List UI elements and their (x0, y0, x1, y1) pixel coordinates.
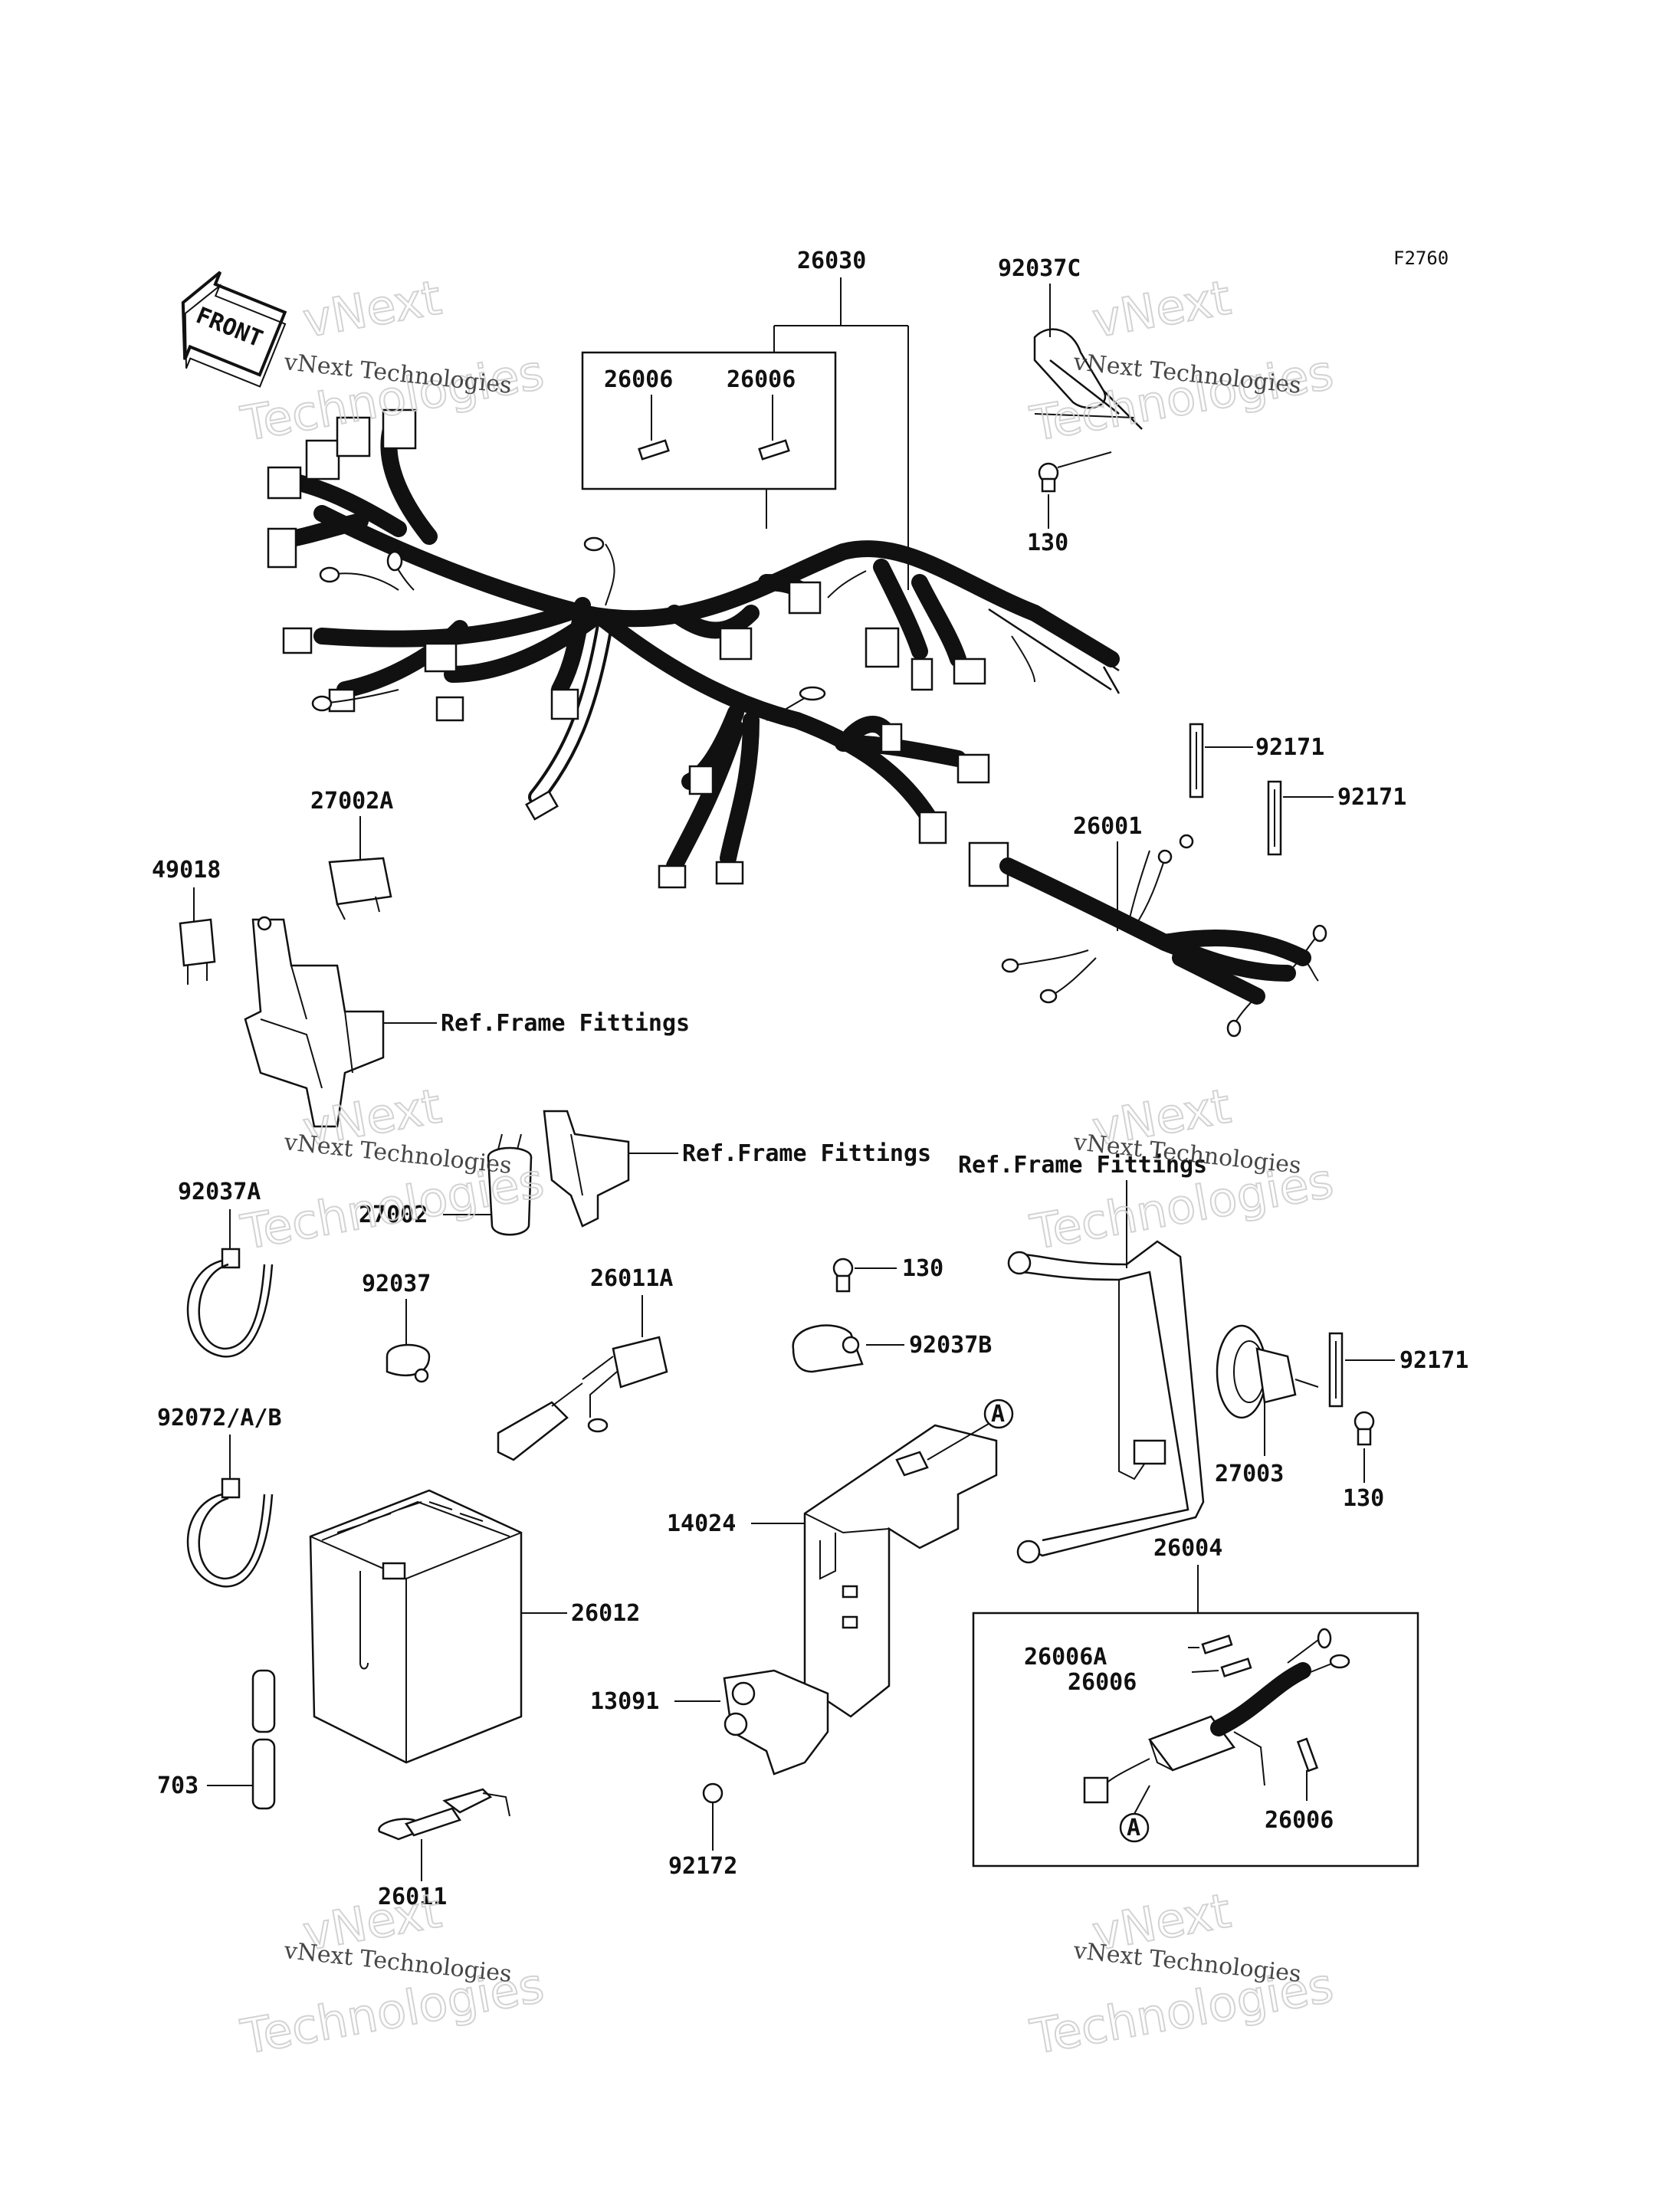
label-27002A: 27002A (310, 788, 393, 815)
relay-bracket: Ref.Frame Fittings (244, 916, 690, 1128)
tube-703: 703 (157, 1669, 276, 1810)
straps-92171-top: 92171 92171 (1189, 723, 1406, 856)
callout-a-2: A (1127, 1815, 1140, 1841)
label-92171-b: 92171 (1337, 784, 1406, 811)
bolt-130-right: 130 (1343, 1411, 1384, 1512)
label-27002: 27002 (359, 1202, 428, 1228)
label-92037B: 92037B (909, 1332, 992, 1359)
lead-26011: 26011 (378, 1788, 510, 1910)
label-703: 703 (157, 1772, 199, 1799)
label-13091: 13091 (590, 1688, 659, 1715)
label-92171-a: 92171 (1255, 734, 1324, 761)
junction-box-26004: 26004 A 26006A 26006 26006 (972, 1535, 1419, 1867)
relay-49018: 49018 (152, 857, 221, 985)
label-130-right: 130 (1343, 1485, 1384, 1512)
label-ref-frame-3: Ref.Frame Fittings (958, 1152, 1207, 1179)
watermark-bottom-right: vNext Technologies vNext Technologies (1025, 1881, 1338, 2066)
label-130-top: 130 (1027, 530, 1068, 556)
watermark-top-right: vNext Technologies vNext Technologies (1025, 268, 1338, 453)
label-92037: 92037 (362, 1271, 431, 1297)
clip-92037: 92037 (362, 1271, 431, 1383)
battery-case-14024: A 14024 (667, 1399, 1014, 1718)
label-26011A: 26011A (590, 1265, 673, 1292)
label-27003: 27003 (1215, 1461, 1284, 1487)
fuse-group-box: 26006 26006 (581, 351, 837, 529)
watermark-top-left: vNext Technologies vNext Technologies (236, 268, 549, 453)
label-92172: 92172 (668, 1853, 737, 1880)
band-92072: 92072/A/B (157, 1405, 282, 1588)
callout-a-1: A (991, 1401, 1005, 1428)
label-26006-a: 26006 (604, 366, 673, 393)
bracket-13091: 13091 92172 (590, 1669, 829, 1880)
relay-27002A: 27002A (310, 788, 393, 920)
label-ref-frame-1: Ref.Frame Fittings (441, 1010, 690, 1037)
label-26030: 26030 (797, 248, 866, 274)
label-26012: 26012 (571, 1600, 640, 1627)
svg-text:vNext: vNext (299, 269, 445, 348)
label-92037C: 92037C (998, 255, 1081, 282)
bracket-2: Ref.Frame Fittings (543, 1110, 931, 1228)
horn-27003: 27003 (1215, 1324, 1319, 1487)
main-harness (267, 408, 1121, 889)
sub-harness-26001: 26001 (968, 813, 1327, 1038)
svg-text:vNext: vNext (1088, 269, 1235, 348)
clamp-92037C: 92037C 130 (998, 255, 1143, 556)
label-26006A: 26006A (1024, 1644, 1107, 1671)
clamp-92037B: 92037B (792, 1324, 992, 1373)
capacitor-27002: 27002 (359, 1133, 533, 1236)
label-26011: 26011 (378, 1884, 447, 1910)
connector-26011A: 26011A (497, 1265, 673, 1461)
label-92072: 92072/A/B (157, 1405, 282, 1431)
battery-26012: 26012 (309, 1489, 640, 1764)
label-26030-group: 26030 (773, 248, 909, 590)
label-26001: 26001 (1073, 813, 1142, 840)
label-26004: 26004 (1153, 1535, 1222, 1562)
label-130-mid: 130 (902, 1255, 943, 1282)
label-26006-d: 26006 (1265, 1807, 1334, 1834)
label-26006-b: 26006 (727, 366, 796, 393)
label-92037A: 92037A (178, 1179, 261, 1205)
label-14024: 14024 (667, 1510, 736, 1537)
watermark-bottom-left: vNext Technologies vNext Technologies (236, 1881, 549, 2066)
bolt-130-mid: 130 (832, 1255, 943, 1293)
label-ref-frame-2: Ref.Frame Fittings (682, 1140, 931, 1167)
front-arrow-icon: FRONT (181, 271, 287, 388)
label-49018: 49018 (152, 857, 221, 884)
diagram-code: F2760 (1393, 248, 1449, 269)
label-26006-c: 26006 (1068, 1669, 1137, 1696)
horn-bracket: Ref.Frame Fittings (958, 1152, 1207, 1564)
label-92171-c: 92171 (1399, 1347, 1468, 1374)
band-92037A: 92037A (178, 1179, 274, 1358)
strap-92171-right: 92171 (1328, 1332, 1468, 1408)
